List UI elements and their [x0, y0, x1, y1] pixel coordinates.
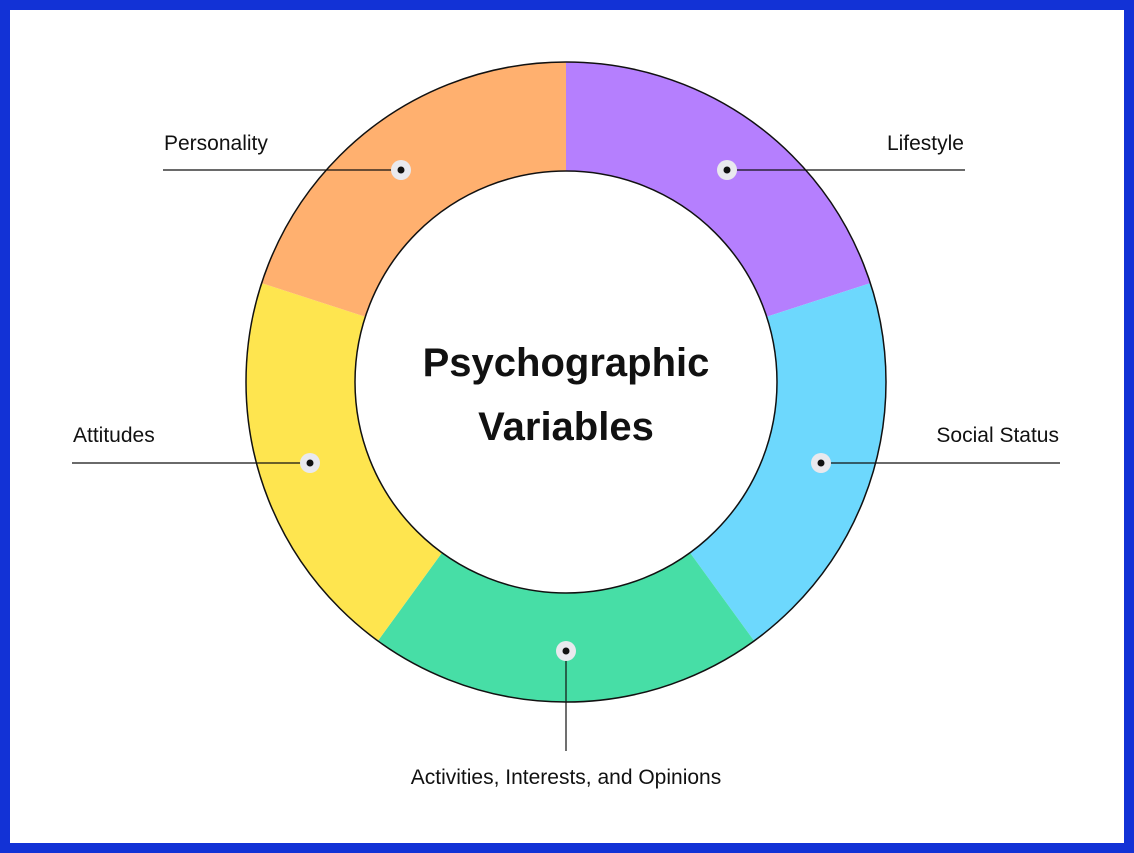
marker-dot-lifestyle — [723, 166, 731, 174]
label-social-status: Social Status — [936, 424, 1059, 447]
marker-dot-social-status — [817, 459, 825, 467]
inner-circle — [354, 170, 778, 594]
label-attitudes: Attitudes — [73, 424, 155, 447]
wheel-segments — [245, 61, 887, 703]
marker-dot-personality — [397, 166, 405, 174]
center-title-line-1: Psychographic — [423, 341, 710, 385]
label-personality: Personality — [164, 132, 268, 155]
center-title-line-2: Variables — [478, 405, 654, 449]
label-activities-interests-and-opinions: Activities, Interests, and Opinions — [411, 766, 721, 789]
segment-activities-interests-and-opinions — [377, 552, 755, 702]
marker-dot-attitudes — [306, 459, 314, 467]
segment-lifestyle — [566, 62, 871, 317]
marker-dot-activities-interests-and-opinions — [562, 647, 570, 655]
label-lifestyle: Lifestyle — [887, 132, 964, 155]
segment-personality — [261, 62, 566, 317]
